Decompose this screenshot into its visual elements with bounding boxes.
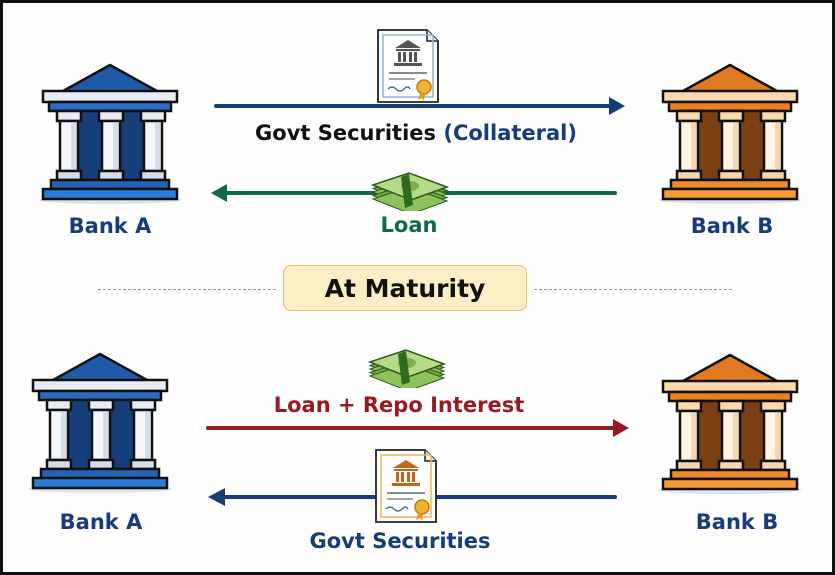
securities-text: Govt Securities xyxy=(255,121,444,145)
at-maturity-banner: At Maturity xyxy=(283,265,527,311)
bank-a-icon xyxy=(35,55,185,205)
bank-b-icon xyxy=(655,345,805,495)
bank-b-label: Bank B xyxy=(695,510,779,534)
govt-securities-label: Govt Securities xyxy=(309,529,491,553)
bank-b-icon xyxy=(655,55,805,205)
certificate-icon xyxy=(373,447,439,529)
arrow-repay-right xyxy=(206,419,629,437)
divider-line-right xyxy=(534,289,732,290)
bank-a-label: Bank A xyxy=(59,510,143,534)
certificate-icon xyxy=(375,27,441,109)
cash-stack-icon xyxy=(369,161,451,215)
arrow-securities-right xyxy=(214,97,625,115)
bank-a-icon xyxy=(25,344,175,494)
securities-collateral-label: Govt Securities (Collateral) xyxy=(255,121,577,145)
bank-b-label: Bank B xyxy=(690,214,774,238)
bank-a-label: Bank A xyxy=(68,214,152,238)
cash-stack-icon xyxy=(366,338,448,392)
loan-label: Loan xyxy=(380,213,438,237)
divider-line-left xyxy=(98,289,276,290)
collateral-text: (Collateral) xyxy=(443,121,577,145)
loan-plus-interest-label: Loan + Repo Interest xyxy=(273,393,525,417)
